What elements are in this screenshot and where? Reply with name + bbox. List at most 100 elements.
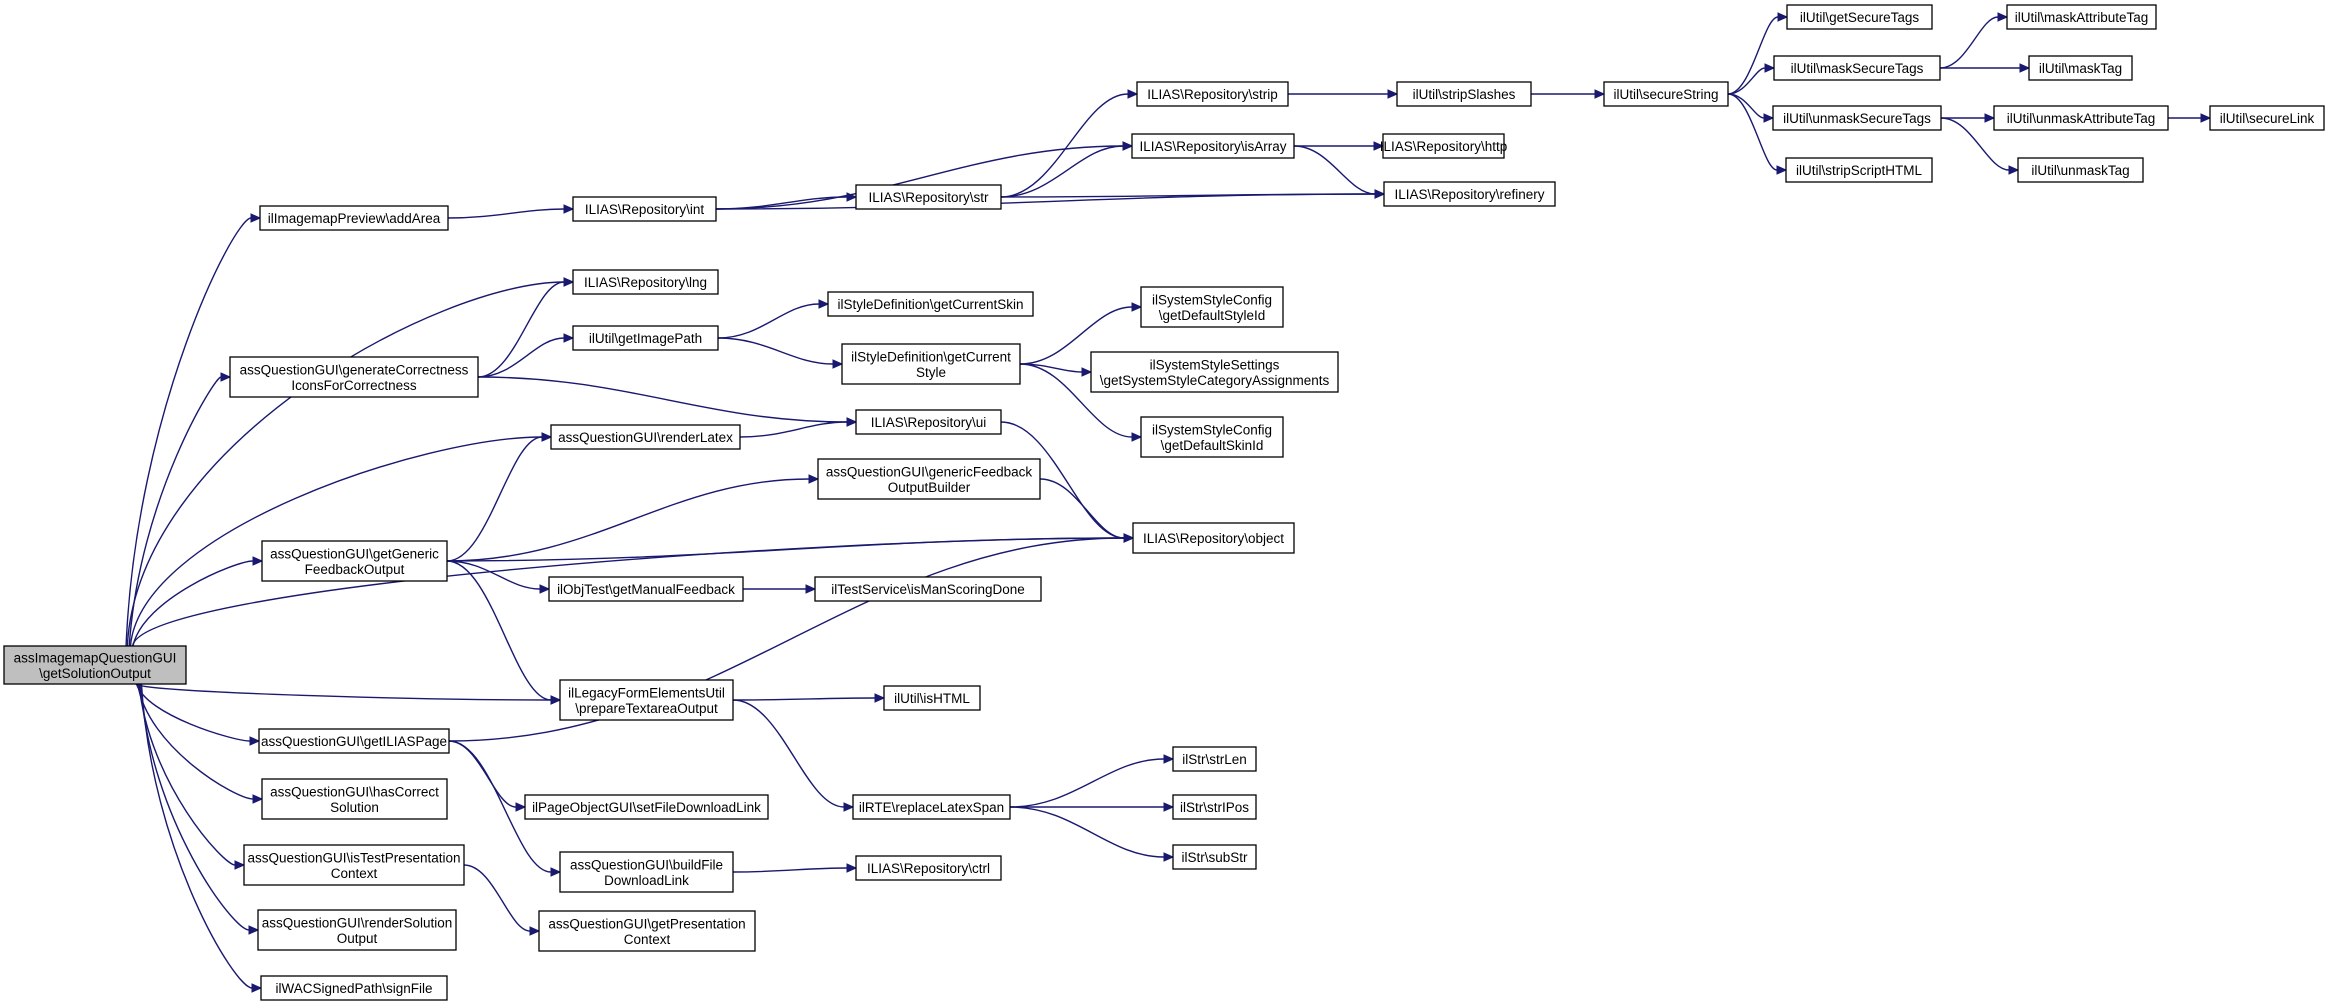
node-box[interactable] — [1603, 81, 1729, 107]
node-box[interactable] — [3, 645, 187, 685]
node-http[interactable]: ILIAS\Repository\http — [1380, 133, 1508, 159]
node-maskAttributeTag[interactable]: ilUtil\maskAttributeTag — [2006, 4, 2157, 30]
node-unmaskTag[interactable]: ilUtil\unmaskTag — [2017, 157, 2144, 183]
node-box[interactable] — [524, 794, 769, 820]
node-stripScriptHTML[interactable]: ilUtil\stripScriptHTML — [1785, 157, 1933, 183]
node-refinery[interactable]: ILIAS\Repository\refinery — [1383, 181, 1556, 207]
node-box[interactable] — [1785, 157, 1933, 183]
node-box[interactable] — [814, 576, 1042, 602]
node-getILIASPage[interactable]: assQuestionGUI\getILIASPage — [258, 728, 450, 754]
node-box[interactable] — [572, 325, 719, 351]
node-maskSecureTags[interactable]: ilUtil\maskSecureTags — [1773, 55, 1941, 81]
node-unmaskAttributeTag[interactable]: ilUtil\unmaskAttributeTag — [1993, 105, 2169, 131]
node-box[interactable] — [852, 794, 1011, 820]
node-box[interactable] — [261, 540, 448, 582]
node-getCurrentSkin[interactable]: ilStyleDefinition\getCurrentSkin — [827, 291, 1034, 317]
node-box[interactable] — [258, 728, 450, 754]
node-box[interactable] — [243, 844, 465, 886]
node-str[interactable]: ILIAS\Repository\str — [855, 184, 1002, 210]
node-box[interactable] — [1786, 4, 1933, 30]
node-subStr[interactable]: ilStr\subStr — [1172, 844, 1257, 870]
node-box[interactable] — [1396, 81, 1532, 107]
node-getDefaultSkinId[interactable]: ilSystemStyleConfig\getDefaultSkinId — [1140, 416, 1284, 458]
node-int[interactable]: ILIAS\Repository\int — [572, 196, 717, 222]
node-box[interactable] — [1090, 351, 1339, 393]
node-box[interactable] — [259, 205, 449, 231]
node-getImagePath[interactable]: ilUtil\getImagePath — [572, 325, 719, 351]
node-object[interactable]: ILIAS\Repository\object — [1132, 522, 1295, 554]
node-setFileDl[interactable]: ilPageObjectGUI\setFileDownloadLink — [524, 794, 769, 820]
node-signFile[interactable]: ilWACSignedPath\signFile — [260, 975, 448, 1001]
node-box[interactable] — [855, 855, 1002, 881]
node-box[interactable] — [1140, 286, 1284, 328]
node-box[interactable] — [1172, 746, 1257, 772]
node-isArray[interactable]: ILIAS\Repository\isArray — [1131, 133, 1295, 159]
node-genFbBuilder[interactable]: assQuestionGUI\genericFeedbackOutputBuil… — [817, 458, 1041, 500]
node-box[interactable] — [261, 778, 448, 820]
node-getSysStyleCat[interactable]: ilSystemStyleSettings\getSystemStyleCate… — [1090, 351, 1339, 393]
node-box[interactable] — [550, 424, 741, 450]
node-replaceLatex[interactable]: ilRTE\replaceLatexSpan — [852, 794, 1011, 820]
node-addArea[interactable]: ilImagemapPreview\addArea — [259, 205, 449, 231]
node-box[interactable] — [572, 269, 719, 295]
node-secureLink[interactable]: ilUtil\secureLink — [2209, 105, 2325, 131]
node-box[interactable] — [2209, 105, 2325, 131]
node-genIcons[interactable]: assQuestionGUI\generateCorrectnessIconsF… — [229, 356, 479, 398]
node-secureString[interactable]: ilUtil\secureString — [1603, 81, 1729, 107]
node-strLen[interactable]: ilStr\strLen — [1172, 746, 1257, 772]
node-box[interactable] — [841, 343, 1021, 385]
node-box[interactable] — [817, 458, 1041, 500]
node-isManScoring[interactable]: ilTestService\isManScoringDone — [814, 576, 1042, 602]
node-box[interactable] — [1993, 105, 2169, 131]
node-box[interactable] — [548, 576, 744, 602]
node-box[interactable] — [1140, 416, 1284, 458]
node-getDefaultStyleId[interactable]: ilSystemStyleConfig\getDefaultStyleId — [1140, 286, 1284, 328]
node-stripSlashes[interactable]: ilUtil\stripSlashes — [1396, 81, 1532, 107]
node-box[interactable] — [855, 409, 1002, 435]
node-box[interactable] — [2028, 55, 2133, 81]
node-unmaskSecureTags[interactable]: ilUtil\unmaskSecureTags — [1772, 105, 1942, 131]
node-prepTextarea[interactable]: ilLegacyFormElementsUtil\prepareTextarea… — [559, 679, 734, 721]
node-getSecureTags[interactable]: ilUtil\getSecureTags — [1786, 4, 1933, 30]
node-root[interactable]: assImagemapQuestionGUI\getSolutionOutput — [3, 645, 187, 685]
node-box[interactable] — [827, 291, 1034, 317]
node-box[interactable] — [1131, 133, 1295, 159]
node-box[interactable] — [538, 910, 756, 952]
node-strIPos[interactable]: ilStr\strIPos — [1172, 794, 1257, 820]
node-box[interactable] — [883, 685, 981, 711]
node-box[interactable] — [257, 909, 457, 951]
node-ui[interactable]: ILIAS\Repository\ui — [855, 409, 1002, 435]
node-box[interactable] — [1772, 105, 1942, 131]
node-box[interactable] — [2017, 157, 2144, 183]
node-maskTag[interactable]: ilUtil\maskTag — [2028, 55, 2133, 81]
node-box[interactable] — [559, 851, 734, 893]
node-box[interactable] — [572, 196, 717, 222]
node-isHTML[interactable]: ilUtil\isHTML — [883, 685, 981, 711]
node-box[interactable] — [855, 184, 1002, 210]
node-box[interactable] — [229, 356, 479, 398]
node-box[interactable] — [1773, 55, 1941, 81]
node-renderLatex[interactable]: assQuestionGUI\renderLatex — [550, 424, 741, 450]
node-strip[interactable]: ILIAS\Repository\strip — [1136, 81, 1289, 107]
arrowhead-root-to-signFile — [251, 983, 263, 993]
node-label: ILIAS\Repository\strip — [1147, 87, 1278, 102]
node-ctrl[interactable]: ILIAS\Repository\ctrl — [855, 855, 1002, 881]
node-box[interactable] — [2006, 4, 2157, 30]
node-getManualFb[interactable]: ilObjTest\getManualFeedback — [548, 576, 744, 602]
node-box[interactable] — [1383, 181, 1556, 207]
node-box[interactable] — [260, 975, 448, 1001]
node-box[interactable] — [1172, 844, 1257, 870]
node-box[interactable] — [1172, 794, 1257, 820]
node-box[interactable] — [1132, 522, 1295, 554]
node-lng[interactable]: ILIAS\Repository\lng — [572, 269, 719, 295]
node-box[interactable] — [1382, 133, 1505, 159]
node-box[interactable] — [1136, 81, 1289, 107]
node-box[interactable] — [559, 679, 734, 721]
